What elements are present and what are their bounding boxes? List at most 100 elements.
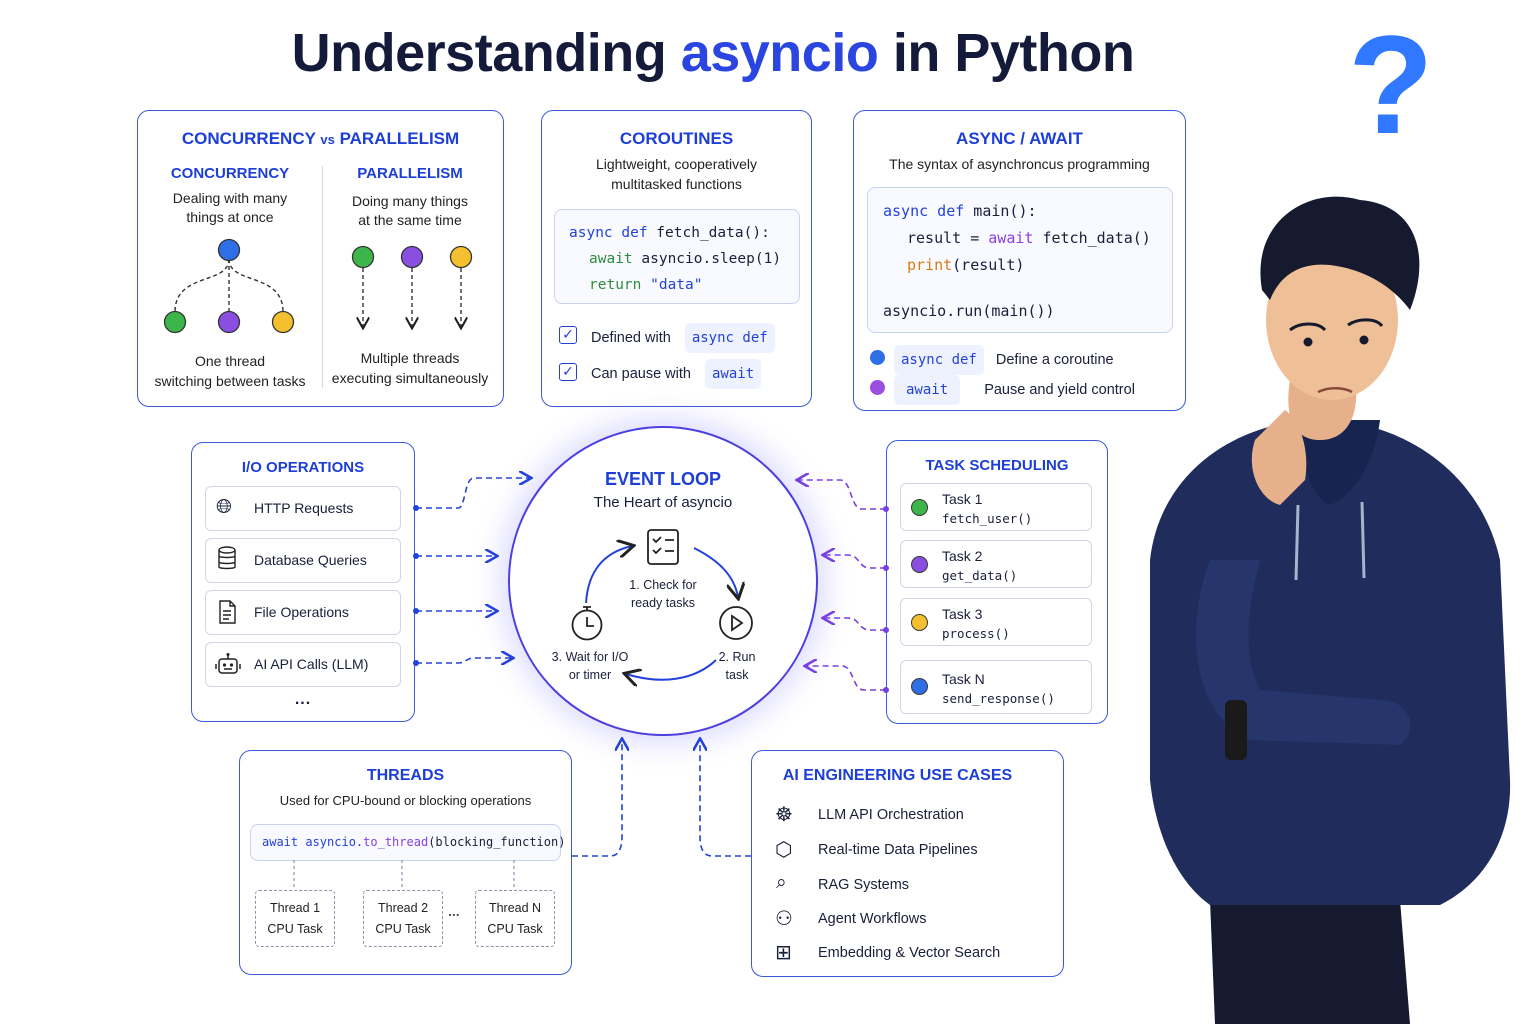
task-name: Task 3 [942, 606, 983, 622]
title-highlight: asyncio [680, 23, 879, 83]
title-part-1: Understanding [291, 23, 667, 83]
thread-task: CPU Task [267, 922, 323, 936]
code-line-2: await asyncio.sleep(1) [569, 246, 799, 272]
task-function: fetch_user() [942, 511, 1033, 526]
code-line-1: async def fetch_data(): [569, 220, 799, 246]
legend-await-code: await [894, 375, 961, 405]
parallelism-desc-1: Doing many things [352, 193, 468, 209]
code-keyword: await [262, 835, 299, 849]
io-item-label: AI API Calls (LLM) [254, 656, 369, 672]
code-text: fetch_data(): [647, 225, 770, 241]
io-item-database: Database Queries [205, 538, 401, 583]
question-mark-icon: ? [1348, 6, 1434, 163]
checklist-icon [646, 528, 680, 566]
thread-name: Thread 1 [269, 901, 321, 915]
parallelism-caption-1: Multiple threads [360, 350, 460, 366]
pipeline-icon: ⬡︎ [775, 839, 793, 861]
title-part-2: in Python [892, 23, 1135, 83]
code-line-3: print(result) [883, 252, 1172, 279]
ai-use-case-label: Real-time Data Pipelines [818, 842, 978, 858]
step-1-line-1: 1. Check for [629, 578, 697, 592]
threads-card: THREADS Used for CPU-bound or blocking o… [239, 750, 572, 975]
title-parallelism: PARALLELISM [339, 129, 460, 148]
thread-name: Thread N [488, 901, 542, 915]
ai-use-case-label: LLM API Orchestration [818, 807, 964, 823]
thinking-person-illustration [1150, 196, 1511, 1024]
step-3-line-2: or timer [568, 668, 612, 682]
check-1-code: async def [684, 323, 775, 353]
code-line-1: async def main(): [883, 198, 1172, 225]
brain-icon: ☸︎ [775, 804, 793, 826]
title-vs: vs [320, 132, 335, 147]
coroutines-desc-1: Lightweight, cooperatively [595, 156, 758, 172]
async-await-card: ASYNC / AWAIT The syntax of asynchroncus… [853, 110, 1186, 411]
async-await-desc: The syntax of asynchroncus programming [889, 156, 1150, 172]
io-item-file: File Operations [205, 590, 401, 635]
code-keyword: await [988, 229, 1034, 247]
legend-await-desc: Pause and yield control [984, 382, 1135, 398]
task-function: process() [942, 626, 1010, 641]
legend-await-dot [870, 380, 885, 395]
code-line-2: result = await fetch_data() [883, 225, 1172, 252]
code-text: result = [907, 229, 989, 247]
timer-icon [569, 604, 605, 642]
legend-async-code: async def [894, 345, 984, 375]
title-concurrency: CONCURRENCY [181, 129, 316, 148]
step-2-line-2: task [725, 668, 749, 682]
task-status-dot [911, 678, 928, 695]
step-1-line-2: ready tasks [631, 596, 695, 610]
coroutines-title: COROUTINES [619, 129, 734, 148]
file-icon [218, 600, 236, 624]
io-item-label: File Operations [254, 604, 349, 620]
checkbox-pause: ✓ [559, 363, 577, 381]
concurrency-caption-1: One thread [194, 353, 266, 369]
coroutines-card: COROUTINES Lightweight, cooperatively mu… [541, 110, 812, 407]
parallelism-caption-2: executing simultaneously [331, 370, 489, 386]
thread-box-2: Thread 2 CPU Task [363, 890, 443, 947]
async-await-title: ASYNC / AWAIT [956, 129, 1083, 148]
code-line-3: return "data" [569, 272, 799, 298]
step-3-line-1: 3. Wait for I/O [551, 650, 629, 664]
code-keyword: async def [569, 225, 648, 241]
code-function: to_thread [363, 835, 429, 849]
robot-icon [215, 652, 241, 678]
io-operations-card: I/O OPERATIONS 🌐︎ HTTP Requests Database… [191, 442, 415, 722]
thread-ellipsis: ... [448, 903, 460, 919]
task-item: Task 3 process() [900, 598, 1092, 646]
parallelism-heading: PARALLELISM [357, 165, 463, 182]
checkbox-defined: ✓ [559, 326, 577, 344]
event-loop-circle [508, 426, 818, 736]
page-title: Understanding asyncio in Python [0, 22, 1426, 84]
concurrency-heading: CONCURRENCY [170, 165, 290, 182]
legend-async: async def Define a coroutine [894, 345, 1114, 375]
task-function: send_response() [942, 691, 1055, 706]
async-code-block: async def main(): result = await fetch_d… [867, 187, 1173, 333]
ai-use-cases-card: AI ENGINEERING USE CASES ☸︎ LLM API Orch… [751, 750, 1064, 977]
to-thread-code: await asyncio.to_thread(blocking_functio… [250, 824, 565, 861]
code-line-4: asyncio.run(main()) [883, 302, 1055, 320]
threads-desc: Used for CPU-bound or blocking operation… [279, 793, 532, 808]
io-item-label: Database Queries [254, 552, 367, 568]
vector-icon: ⊞︎ [775, 942, 792, 964]
code-text: main(): [964, 202, 1037, 220]
legend-async-dot [870, 350, 885, 365]
check-defined-label: Defined with async def [591, 323, 775, 353]
thread-task: CPU Task [375, 922, 431, 936]
legend-async-desc: Define a coroutine [995, 352, 1114, 368]
document-search-icon: ⌕ [776, 872, 787, 893]
legend-await: await Pause and yield control [894, 375, 1135, 405]
task-status-dot [911, 556, 928, 573]
coroutines-desc-2: multitasked functions [611, 176, 742, 192]
bottom-connectors [572, 740, 751, 857]
io-item-http: 🌐︎ HTTP Requests [205, 486, 401, 531]
divider [322, 166, 323, 388]
code-string: "data" [641, 277, 703, 293]
thread-box-n: Thread N CPU Task [475, 890, 555, 947]
play-icon [718, 605, 754, 641]
parallelism-desc-2: at the same time [358, 212, 462, 228]
thread-box-1: Thread 1 CPU Task [255, 890, 335, 947]
check-1-text: Defined with [591, 330, 671, 346]
concurrency-parallelism-title: CONCURRENCY vs PARALLELISM [138, 129, 503, 149]
